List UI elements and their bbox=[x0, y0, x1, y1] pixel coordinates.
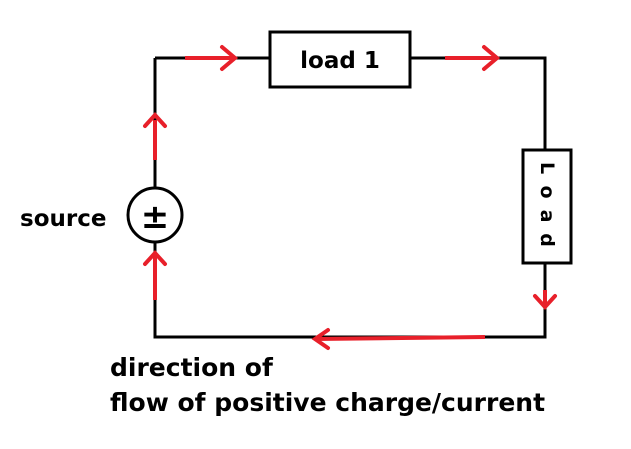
wire-loop bbox=[153, 56, 547, 339]
caption: direction of flow of positive charge/cur… bbox=[110, 350, 545, 420]
load2-letter-2: o bbox=[536, 185, 558, 198]
arrow-left-bottom bbox=[311, 328, 330, 350]
arrow-up-upper-left bbox=[143, 112, 167, 128]
load2-letter-3: a bbox=[536, 210, 558, 223]
load2-letter-1: L bbox=[536, 162, 558, 174]
caption-line-2: flow of positive charge/current bbox=[110, 388, 546, 417]
load1-box bbox=[268, 30, 412, 89]
source-symbol bbox=[126, 186, 184, 244]
load1-label: load 1 bbox=[300, 48, 380, 74]
arrow-up-lower-left bbox=[143, 250, 167, 266]
load2-box bbox=[521, 148, 573, 265]
arrow-down-right bbox=[533, 294, 557, 310]
load2-letter-4: d bbox=[536, 233, 558, 247]
arrow-right-top-right bbox=[482, 45, 501, 71]
arrow-right-top-left bbox=[220, 45, 239, 71]
current-path bbox=[153, 56, 547, 341]
source-sign: ± bbox=[141, 197, 170, 237]
caption-line-1: direction of bbox=[110, 353, 273, 382]
direction-arrows bbox=[143, 45, 557, 350]
source-label: source bbox=[20, 206, 106, 232]
